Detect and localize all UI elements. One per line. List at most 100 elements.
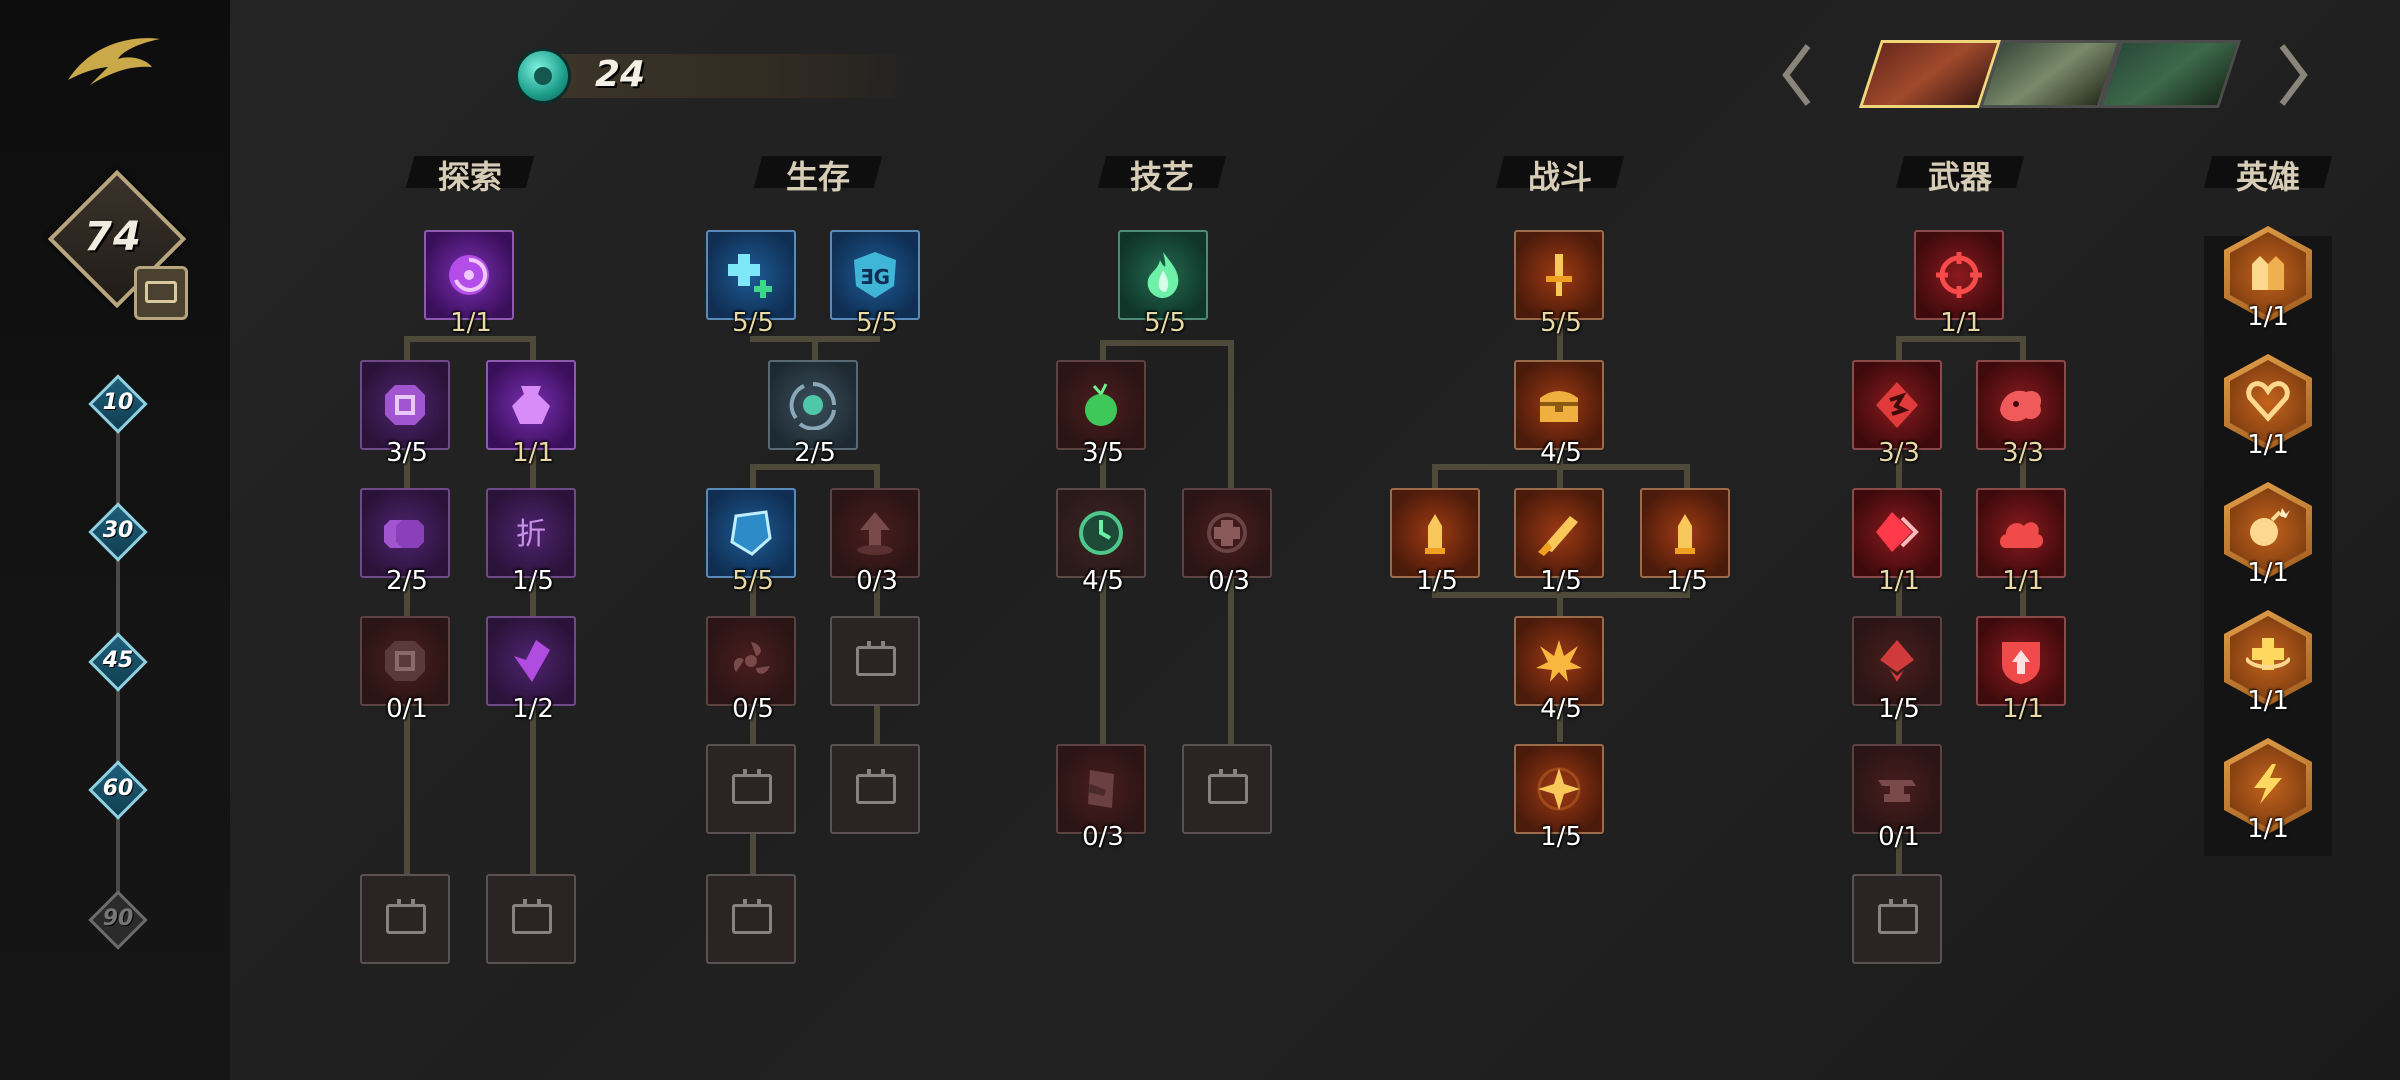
talent-survive-shield-rune[interactable]: ƎG 5/5: [830, 230, 920, 338]
four-point-star-icon: [1534, 764, 1584, 814]
talent-skill-scroll[interactable]: 0/3: [1056, 744, 1146, 852]
next-hero-arrow-icon[interactable]: [2278, 44, 2308, 106]
talent-explore-locked-1[interactable]: [360, 874, 450, 964]
talent-weapon-anvil[interactable]: 0/1: [1852, 744, 1942, 852]
talent-combat-burst[interactable]: 4/5: [1514, 616, 1604, 724]
talent-level: 1/5: [1666, 566, 1708, 596]
spin-blades-icon: [726, 636, 776, 686]
talent-hero-lightning[interactable]: 1/1: [2224, 738, 2312, 844]
talent-weapon-gem[interactable]: 1/1: [1852, 488, 1942, 596]
connector: [1100, 340, 1106, 370]
talent-explore-double-coin[interactable]: 2/5: [360, 488, 450, 596]
talent-level: 0/3: [856, 566, 898, 596]
talent-skill-flame[interactable]: 5/5: [1118, 230, 1208, 338]
talent-explore-locked-coin[interactable]: 0/1: [360, 616, 450, 724]
talent-weapon-target[interactable]: 1/1: [1914, 230, 2004, 338]
hero-portrait[interactable]: [1978, 40, 2122, 108]
talent-explore-vase[interactable]: 1/1: [486, 360, 576, 468]
column-title: 探索: [437, 158, 502, 196]
talent-combat-bullet-1[interactable]: 1/5: [1390, 488, 1480, 596]
talent-weapon-cloud[interactable]: 1/1: [1976, 488, 2066, 596]
vortex-icon: [444, 250, 494, 300]
talent-weapon-locked-1[interactable]: [1852, 874, 1942, 964]
talent-survive-locked-1[interactable]: [830, 616, 920, 706]
talent-survive-spin[interactable]: 0/5: [706, 616, 796, 724]
connector: [812, 336, 818, 366]
milestone-45[interactable]: 45: [86, 630, 150, 694]
talent-weapon-rune[interactable]: 3/3: [1852, 360, 1942, 468]
connector: [404, 336, 534, 342]
connector: [750, 580, 756, 880]
gem-icon: [515, 48, 571, 104]
talent-combat-slash[interactable]: 1/5: [1514, 488, 1604, 596]
connector: [1557, 320, 1563, 590]
reward-chest-icon[interactable]: [134, 266, 188, 320]
talent-survive-locked-3[interactable]: [830, 744, 920, 834]
scroll-icon: [1076, 764, 1126, 814]
talent-explore-crystal[interactable]: 1/2: [486, 616, 576, 724]
sidebar: 74 10 30 45 60 90: [0, 0, 230, 1080]
hero-portrait-selected[interactable]: [1858, 40, 2002, 108]
talent-level: 1/1: [2247, 558, 2289, 588]
cloud-icon: [1996, 508, 2046, 558]
talent-survive-orb[interactable]: 2/5: [768, 360, 858, 468]
talent-skill-revive[interactable]: 0/3: [1182, 488, 1272, 596]
talent-combat-chest[interactable]: 4/5: [1514, 360, 1604, 468]
talent-combat-crit[interactable]: 1/5: [1514, 744, 1604, 852]
talent-skill-fruit[interactable]: 3/5: [1056, 360, 1146, 468]
talent-hero-fortress[interactable]: 1/1: [2224, 226, 2312, 332]
clock-icon: [1076, 508, 1126, 558]
crystal-icon: [506, 636, 556, 686]
milestone-label: 30: [102, 518, 134, 543]
milestone-label: 90: [102, 906, 134, 931]
blade-slash-icon: [1534, 508, 1584, 558]
back-logo-icon[interactable]: [60, 25, 170, 95]
talent-explore-discount[interactable]: 折 1/5: [486, 488, 576, 596]
orb-cycle-icon: [788, 380, 838, 431]
column-header-explore: 探索: [405, 150, 535, 196]
talent-combat-bullet-2[interactable]: 1/5: [1640, 488, 1730, 596]
talent-level: 1/2: [512, 694, 554, 724]
talent-hero-bomb[interactable]: 1/1: [2224, 482, 2312, 588]
talent-skill-locked-1[interactable]: [1182, 744, 1272, 834]
column-header-skill: 技艺: [1097, 150, 1227, 196]
hero-portrait[interactable]: [2098, 40, 2242, 108]
connector: [1896, 336, 2026, 342]
milestone-10[interactable]: 10: [86, 372, 150, 436]
talent-weapon-beast[interactable]: 3/3: [1976, 360, 2066, 468]
column-header-hero: 英雄: [2203, 150, 2333, 196]
shield-icon: [726, 508, 776, 558]
talent-explore-coin[interactable]: 3/5: [360, 360, 450, 468]
talent-level: 2/5: [386, 566, 428, 596]
talent-level: 1/1: [1878, 566, 1920, 596]
vase-icon: [506, 380, 556, 430]
milestone-label: 10: [102, 390, 134, 415]
milestone-60[interactable]: 60: [86, 758, 150, 822]
column-title: 英雄: [2235, 158, 2300, 196]
column-header-weapon: 武器: [1895, 150, 2025, 196]
talent-explore-vortex[interactable]: 1/1: [424, 230, 514, 338]
prev-hero-arrow-icon[interactable]: [1782, 44, 1812, 106]
talent-survive-shield[interactable]: 5/5: [706, 488, 796, 596]
talent-combat-sword[interactable]: 5/5: [1514, 230, 1604, 338]
talent-survive-rise[interactable]: 0/3: [830, 488, 920, 596]
talent-weapon-blade[interactable]: 1/5: [1852, 616, 1942, 724]
explosion-icon: [1534, 636, 1584, 686]
talent-survive-locked-4[interactable]: [706, 874, 796, 964]
heart-icon: [2246, 378, 2290, 422]
milestone-90[interactable]: 90: [86, 888, 150, 952]
talent-skill-cooldown[interactable]: 4/5: [1056, 488, 1146, 596]
milestone-30[interactable]: 30: [86, 500, 150, 564]
talent-hero-heart[interactable]: 1/1: [2224, 354, 2312, 460]
connector: [750, 464, 756, 494]
talent-hero-revive[interactable]: 1/1: [2224, 610, 2312, 716]
talent-survive-heal[interactable]: 5/5: [706, 230, 796, 338]
crosshair-icon: [1934, 250, 1984, 300]
bomb-icon: [2246, 506, 2290, 550]
fortress-icon: [2246, 250, 2290, 294]
talent-weapon-upgrade[interactable]: 1/1: [1976, 616, 2066, 724]
connector: [1432, 464, 1690, 470]
talent-explore-locked-2[interactable]: [486, 874, 576, 964]
talent-level: 4/5: [1540, 694, 1582, 724]
talent-survive-locked-2[interactable]: [706, 744, 796, 834]
